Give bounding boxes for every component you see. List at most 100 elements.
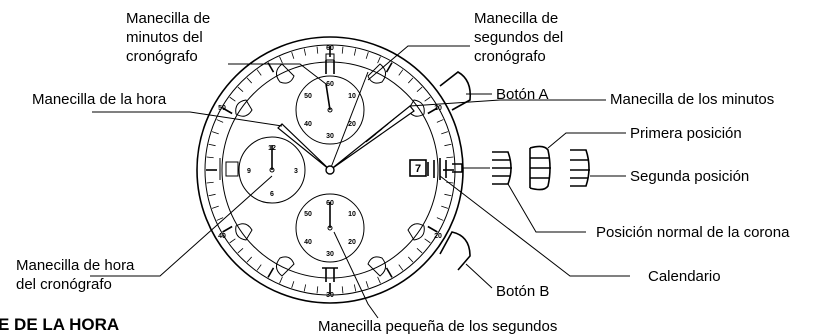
bezel-number: 60 (326, 45, 334, 52)
bezel-tick (427, 107, 438, 115)
bezel-tick (446, 156, 454, 159)
section-heading-partial: E DE LA HORA (0, 315, 119, 334)
watch-case: 60 10 20 30 40 50 7 (196, 36, 490, 304)
bezel-tick (365, 281, 369, 289)
leader-chrono-second (367, 45, 470, 81)
subdial-number: 20 (348, 239, 356, 246)
label-second-position: Segunda posición (630, 168, 749, 185)
bezel-tick (303, 48, 307, 56)
leader-first-position (547, 132, 626, 149)
bezel-tick (229, 96, 236, 102)
bezel-tick (427, 225, 438, 233)
dial-ring (221, 61, 439, 279)
bezel-tick (385, 267, 393, 278)
bezel-tick (279, 56, 283, 64)
label-chrono-second-hand-2: segundos del (474, 29, 563, 46)
six-marker (322, 267, 338, 282)
label-button-a: Botón A (496, 86, 549, 103)
crown-first-position-icon (529, 145, 551, 191)
chrono-minute-hand (325, 83, 331, 111)
bezel-tick (416, 86, 423, 93)
subdial-number: 60 (326, 81, 334, 88)
button-b (439, 231, 471, 271)
bezel-tick (206, 156, 214, 159)
label-small-second-hand: Manecilla pequeña de los segundos (318, 318, 557, 334)
bezel-tick (216, 217, 224, 221)
bezel-tick (385, 62, 393, 73)
bezel-tick (316, 46, 319, 54)
leader-crown-normal (507, 183, 586, 233)
bezel-tick (208, 193, 216, 197)
label-minute-hand: Manecilla de los minutos (610, 91, 774, 108)
leader-chrono-hour (90, 175, 273, 277)
subdial-number: 50 (304, 211, 312, 218)
bezel-tick (246, 77, 253, 84)
subdial-number: 60 (326, 200, 334, 207)
crown-positions (492, 145, 590, 191)
label-first-position: Primera posición (630, 125, 742, 142)
bezel-inner-ring (204, 44, 456, 296)
subdial-number: 10 (348, 211, 356, 218)
bezel-loop (235, 223, 253, 241)
bezel-tick (222, 107, 233, 115)
subdial-number: 20 (348, 121, 356, 128)
bezel-tick (216, 119, 224, 123)
date-window-value: 7 (415, 163, 421, 175)
subdial-number: 9 (247, 168, 251, 175)
bezel-tick (444, 193, 452, 197)
bezel-tick (341, 286, 344, 294)
subdial-number: 30 (326, 251, 334, 258)
subdial-bottom: 60 10 20 30 40 50 (295, 193, 365, 263)
bezel-number: 10 (434, 105, 442, 112)
leader-chrono-minute (228, 63, 327, 85)
bezel-number: 50 (218, 105, 226, 112)
subdial-number: 6 (270, 191, 274, 198)
bezel-number: 30 (326, 292, 334, 299)
bezel-tick (424, 238, 431, 244)
bezel-tick (237, 86, 244, 93)
subdial-number: 40 (304, 121, 312, 128)
bezel-tick (341, 46, 344, 54)
bezel-tick (206, 181, 214, 184)
crown-stem (427, 158, 447, 180)
bezel-tick (365, 51, 369, 59)
label-hour-hand: Manecilla de la hora (32, 91, 167, 108)
bezel-loop (235, 99, 253, 117)
bezel-tick (436, 217, 444, 221)
bezel-tick (222, 225, 233, 233)
leader-hour-hand (92, 111, 283, 127)
bezel-tick (441, 205, 449, 209)
bezel-tick (229, 238, 236, 244)
label-chrono-minute-hand-2: minutos del (126, 29, 203, 46)
bezel-tick (291, 51, 295, 59)
bezel-loop (367, 256, 386, 277)
leader-small-second (333, 231, 379, 319)
bezel-loop (276, 63, 295, 84)
bezel-tick (416, 247, 423, 254)
subdial-left-ring (238, 136, 306, 204)
bezel-number: 20 (434, 233, 442, 240)
bezel-number: 40 (218, 233, 226, 240)
subdial-number: 30 (326, 133, 334, 140)
bezel-tick (398, 264, 404, 271)
bezel-tick (377, 276, 381, 284)
bezel-tick (407, 256, 414, 263)
bezel-tick (353, 284, 357, 292)
label-crown-normal-position: Posición normal de la corona (596, 224, 790, 241)
label-chrono-second-hand-1: Manecilla de (474, 10, 558, 27)
subdial-bottom-ring (295, 193, 365, 263)
labels: Manecilla de minutos del cronógrafo Mane… (0, 10, 790, 334)
minute-hand (329, 105, 415, 171)
bezel-tick (246, 256, 253, 263)
bezel-tick (303, 284, 307, 292)
bezel-tick (407, 77, 414, 84)
subdial-number: 50 (304, 93, 312, 100)
bezel-tick (256, 69, 262, 76)
label-calendar: Calendario (648, 268, 721, 285)
button-a (439, 71, 472, 111)
leader-button-b (465, 263, 493, 289)
bezel-numbers: 60 10 20 30 40 50 (218, 45, 442, 299)
bezel-tick (377, 56, 381, 64)
center-pivot (325, 165, 335, 175)
